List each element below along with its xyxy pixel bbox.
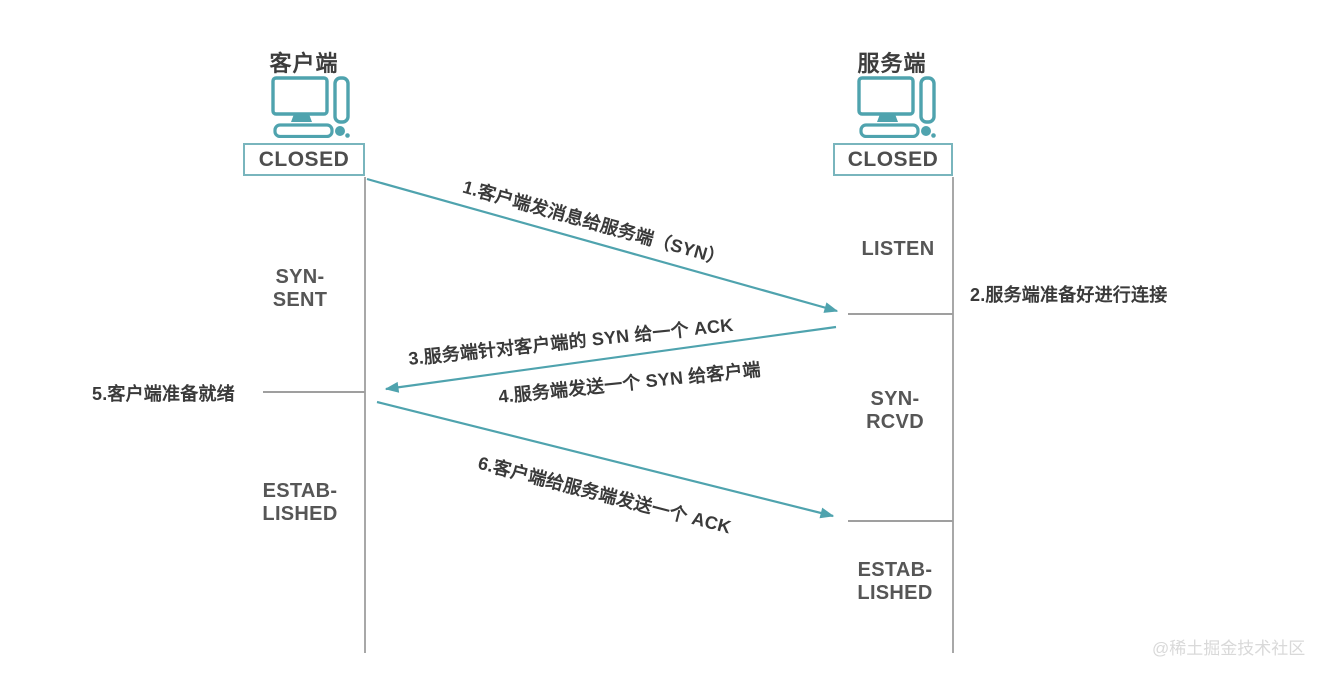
note-client-ready: 5.客户端准备就绪 bbox=[92, 384, 235, 404]
client-closed-box: CLOSED bbox=[243, 143, 365, 176]
server-state-listen: LISTEN bbox=[861, 238, 935, 260]
server-state-established: ESTAB- LISHED bbox=[857, 559, 933, 604]
client-state-established: ESTAB- LISHED bbox=[262, 480, 338, 525]
server-computer-icon bbox=[857, 76, 941, 139]
client-state-syn-sent: SYN- SENT bbox=[272, 266, 328, 311]
note-server-ready: 2.服务端准备好进行连接 bbox=[970, 285, 1168, 305]
server-title: 服务端 bbox=[857, 51, 927, 76]
message-3-ack: 3.服务端针对客户端的 SYN 给一个 ACK bbox=[407, 314, 735, 369]
client-computer-icon bbox=[271, 76, 355, 139]
watermark: @稀土掘金技术社区 bbox=[1152, 639, 1306, 658]
server-closed-box: CLOSED bbox=[833, 143, 953, 176]
client-title: 客户端 bbox=[269, 51, 339, 76]
server-state-syn-rcvd: SYN- RCVD bbox=[866, 388, 924, 433]
message-1-syn: 1.客户端发消息给服务端（SYN） bbox=[460, 176, 728, 270]
message-4-syn: 4.服务端发送一个 SYN 给客户端 bbox=[497, 359, 762, 407]
arrow-syn bbox=[366, 177, 839, 313]
message-6-ack: 6.客户端给服务端发送一个 ACK bbox=[475, 452, 734, 538]
